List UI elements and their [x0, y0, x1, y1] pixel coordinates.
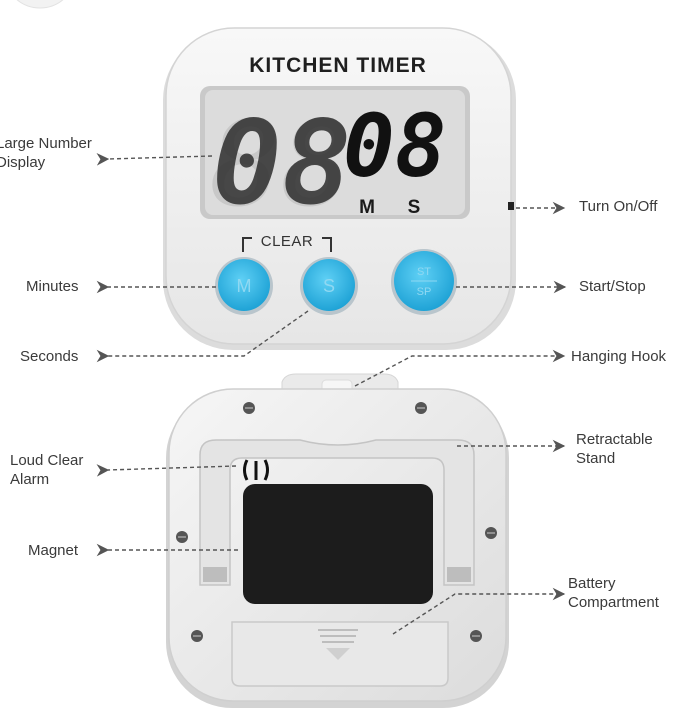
- screw-icon: [191, 630, 203, 642]
- callout-text: Retractable: [576, 431, 653, 448]
- speaker-icon: [243, 459, 249, 481]
- callout-large-number-display: Large Number Display: [0, 134, 92, 172]
- clear-label: CLEAR: [261, 233, 314, 250]
- display-seconds-digits: 08: [343, 97, 447, 197]
- unit-minutes-label: M: [359, 197, 375, 218]
- start-stop-label-top: ST: [417, 266, 431, 278]
- callout-hanging-hook: Hanging Hook: [571, 348, 667, 365]
- callout-turn-on-off: Turn On/Off: [579, 198, 658, 215]
- callout-text: Display: [0, 154, 46, 171]
- callout-battery-compartment: Battery Compartment: [568, 574, 659, 612]
- callout-loud-clear-alarm: Loud Clear Alarm: [10, 451, 83, 489]
- clear-bracket: [242, 237, 332, 252]
- callout-retractable-stand: Retractable Stand: [576, 430, 653, 468]
- callout-text: Compartment: [568, 594, 659, 611]
- display-screen: [205, 90, 465, 215]
- display-minutes-digits: 08: [212, 96, 352, 231]
- timer-front: KITCHEN TIMER 88 08 08 M S CLEAR M S ST: [163, 27, 516, 350]
- timer-back: [166, 373, 509, 708]
- power-switch[interactable]: [508, 202, 514, 210]
- callout-magnet: Magnet: [28, 542, 79, 559]
- seconds-button[interactable]: S: [300, 257, 358, 315]
- magnet-panel: [243, 484, 433, 604]
- seconds-button-label: S: [323, 276, 335, 296]
- screw-icon: [415, 402, 427, 414]
- retractable-stand[interactable]: [199, 439, 475, 586]
- unit-seconds-label: S: [408, 197, 421, 218]
- start-stop-label-bottom: SP: [417, 286, 432, 298]
- callout-text: Loud Clear: [10, 452, 84, 469]
- callout-seconds: Seconds: [20, 348, 79, 365]
- minutes-button-label: M: [237, 276, 252, 296]
- chevron-down-icon: [318, 629, 358, 660]
- start-stop-button[interactable]: ST SP: [391, 249, 457, 315]
- display-ghost: 88: [210, 95, 352, 233]
- screw-icon: [243, 402, 255, 414]
- screw-icon: [470, 630, 482, 642]
- minutes-button[interactable]: M: [215, 257, 273, 315]
- callout-arrows: [96, 153, 567, 635]
- screw-icon: [485, 527, 497, 539]
- corner-decoration: [16, 0, 64, 9]
- screw-icon: [176, 531, 188, 543]
- callout-text: Large Number: [0, 135, 92, 152]
- brand-label: KITCHEN TIMER: [249, 54, 427, 77]
- callout-minutes: Minutes: [26, 278, 79, 295]
- callout-start-stop: Start/Stop: [579, 278, 646, 295]
- callout-text: Battery: [568, 575, 616, 592]
- callout-text: Alarm: [10, 471, 50, 488]
- callout-text: Stand: [576, 450, 616, 467]
